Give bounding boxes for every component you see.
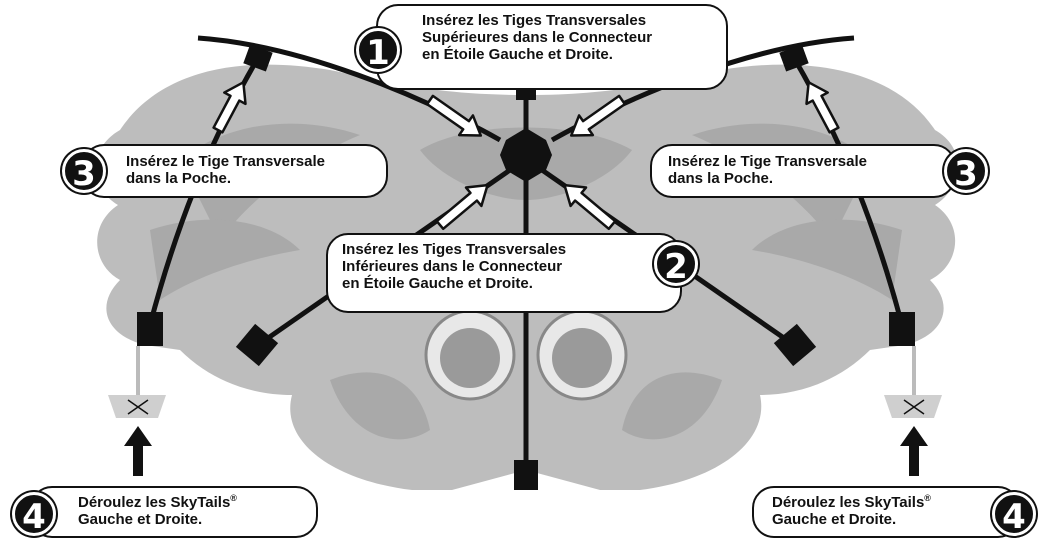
step3-right-number-badge: 3 bbox=[944, 149, 988, 194]
step2-text-line1: Insérez les Tiges Transversales bbox=[342, 241, 567, 258]
step2-text-line3: en Étoile Gauche et Droite. bbox=[342, 275, 533, 292]
step3-left-callout: Insérez le Tige Transversale dans la Poc… bbox=[82, 144, 388, 198]
step4-right-number-badge: 4 bbox=[992, 492, 1036, 537]
pocket-icon bbox=[773, 323, 817, 367]
hollow-arrow-icon bbox=[569, 94, 627, 137]
hollow-arrow-icons bbox=[212, 81, 840, 231]
step3-left-number-badge: 3 bbox=[62, 149, 106, 194]
pocket-icons bbox=[137, 44, 915, 490]
step3-left-text-line1: Insérez le Tige Transversale bbox=[126, 153, 326, 170]
skytail-left-icon bbox=[108, 346, 166, 418]
pocket-icon bbox=[235, 323, 279, 367]
step2-callout: Insérez les Tiges Transversales Inférieu… bbox=[326, 233, 682, 313]
star-connector-icon bbox=[500, 128, 552, 182]
pocket-icon bbox=[889, 312, 915, 346]
step4-right-trademark: ® bbox=[924, 493, 931, 503]
skytail-right-icon bbox=[884, 346, 942, 418]
pocket-icon bbox=[514, 460, 538, 490]
hollow-arrow-icon bbox=[425, 94, 483, 137]
hollow-arrow-icon bbox=[435, 183, 489, 231]
hollow-arrow-icon bbox=[212, 81, 247, 134]
step4-right-text-line1: Déroulez les SkyTails bbox=[772, 494, 925, 511]
step3-right-callout: Insérez le Tige Transversale dans la Poc… bbox=[650, 144, 956, 198]
up-arrow-icon bbox=[900, 426, 928, 476]
step4-left-callout: Déroulez les SkyTails® Gauche et Droite. bbox=[30, 486, 318, 538]
step1-text-line1: Insérez les Tiges Transversales bbox=[422, 12, 647, 29]
step3-right-text-line2: dans la Poche. bbox=[668, 170, 774, 187]
hollow-arrow-icon bbox=[563, 183, 617, 231]
pocket-icon bbox=[243, 44, 273, 72]
step1-text-line3: en Étoile Gauche et Droite. bbox=[422, 46, 613, 63]
up-arrow-icons bbox=[124, 426, 928, 476]
pocket-icon bbox=[137, 312, 163, 346]
up-arrow-icon bbox=[124, 426, 152, 476]
step4-left-number-badge: 4 bbox=[12, 492, 56, 537]
step3-right-text-line1: Insérez le Tige Transversale bbox=[668, 153, 868, 170]
hollow-arrow-icon bbox=[805, 81, 840, 134]
step1-text-line2: Supérieures dans le Connecteur bbox=[422, 29, 653, 46]
pocket-icon bbox=[779, 44, 809, 72]
step4-left-text-line1: Déroulez les SkyTails bbox=[78, 494, 231, 511]
step4-left-text-line2: Gauche et Droite. bbox=[78, 511, 203, 528]
step4-right-text-line2: Gauche et Droite. bbox=[772, 511, 897, 528]
step4-left-trademark: ® bbox=[230, 493, 237, 503]
step1-callout: Insérez les Tiges Transversales Supérieu… bbox=[376, 4, 728, 90]
step2-text-line2: Inférieures dans le Connecteur bbox=[342, 258, 563, 275]
step4-right-callout: Déroulez les SkyTails® Gauche et Droite. bbox=[752, 486, 1020, 538]
step2-number-badge: 2 bbox=[654, 242, 698, 287]
step1-number-badge: 1 bbox=[356, 28, 400, 73]
step3-left-text-line2: dans la Poche. bbox=[126, 170, 232, 187]
